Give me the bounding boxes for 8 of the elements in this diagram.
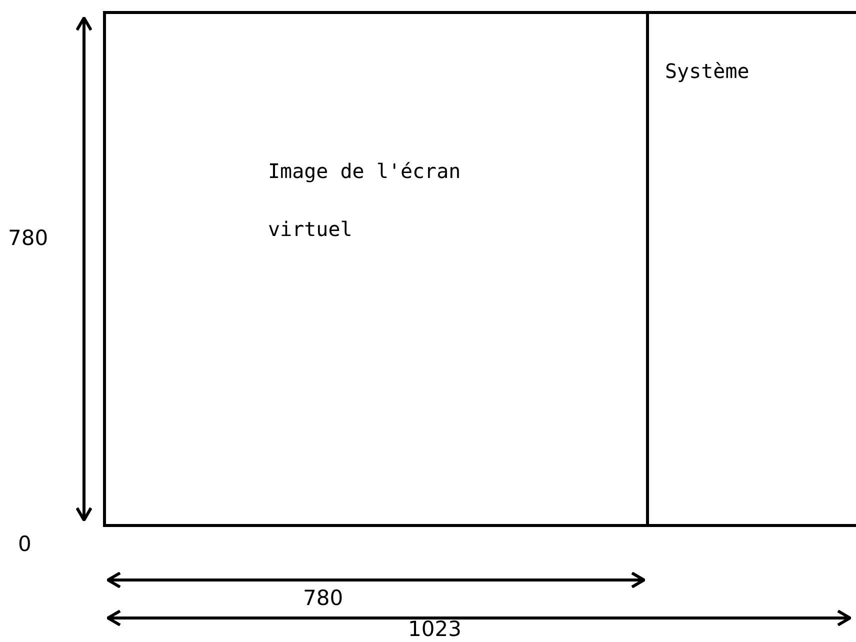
dimension-label: 780 [8,226,48,250]
dimension-label: 780 [303,586,344,610]
area-label: Image de l'écran virtuel [268,158,462,243]
system-area [646,11,856,527]
axis-origin-label: 0 [18,532,32,556]
area-label: Système [665,58,750,85]
screen-area [103,11,649,527]
dimension-label: 1023 [408,617,462,641]
